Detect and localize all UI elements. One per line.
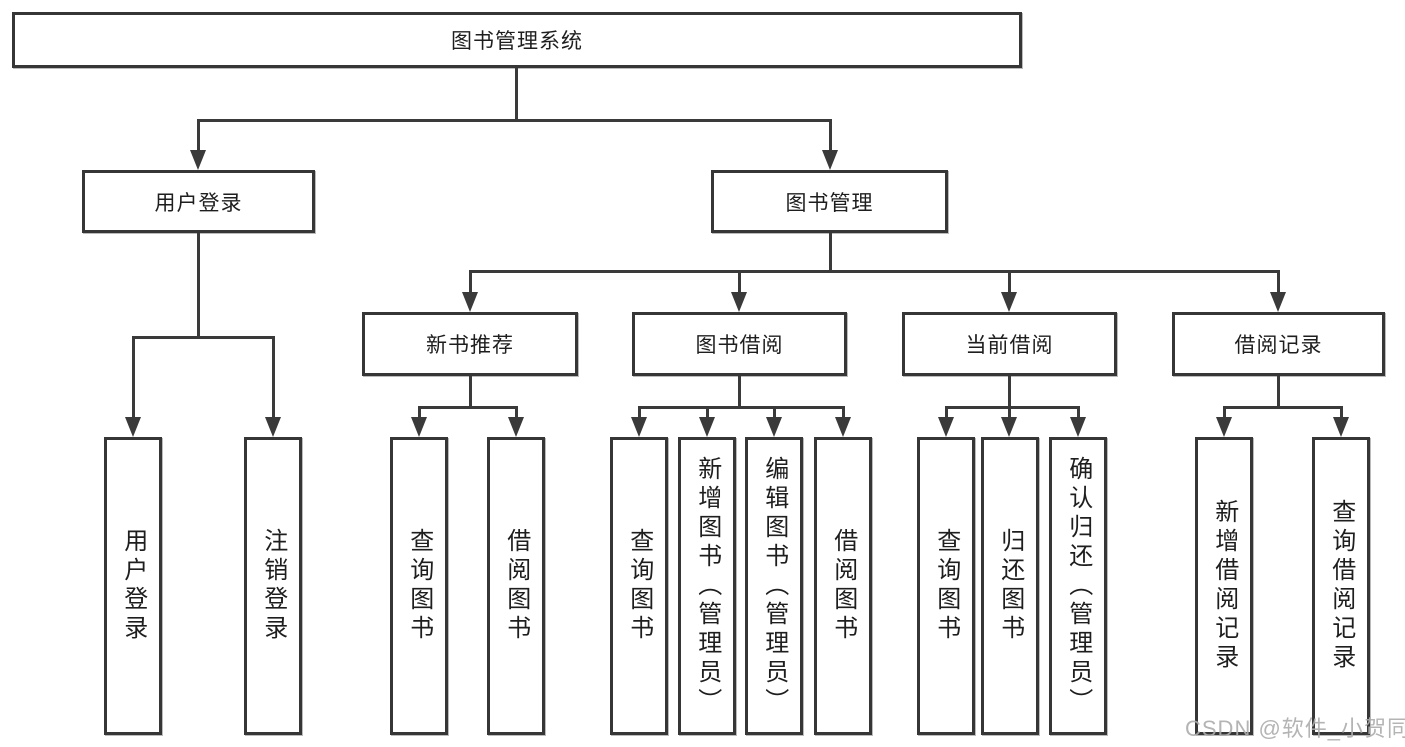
node-new-book-recommendation: 新书推荐: [362, 312, 578, 376]
arrow-down-icon: [822, 150, 838, 170]
leaf-records-add-record: 新增借阅记录: [1195, 437, 1253, 735]
connector-drop-leaf: [842, 406, 845, 420]
connector-drop-user-login: [197, 119, 200, 153]
connector-group-bar: [1223, 406, 1343, 409]
leaf-borrow-borrow-books: 借阅图书: [814, 437, 872, 735]
leaf-newbook-borrow-books: 借阅图书: [487, 437, 545, 735]
connector-drop-level3: [738, 270, 741, 295]
arrow-down-icon: [631, 417, 647, 437]
connector-drop-level3: [1277, 270, 1280, 295]
connector-drop-leaf: [272, 336, 275, 420]
connector-drop-leaf: [706, 406, 709, 420]
connector-level3-bar: [469, 270, 1280, 273]
arrow-down-icon: [1270, 292, 1286, 312]
arrow-down-icon: [835, 417, 851, 437]
connector-group-bar: [418, 406, 518, 409]
connector-drop-leaf: [945, 406, 948, 420]
connector-user-stem: [197, 233, 200, 339]
connector-drop-leaf: [1340, 406, 1343, 420]
connector-drop-leaf: [132, 336, 135, 420]
connector-user-bar: [132, 336, 275, 339]
connector-drop-leaf: [418, 406, 421, 420]
node-current-borrowing: 当前借阅: [902, 312, 1117, 376]
leaf-records-query-record: 查询借阅记录: [1312, 437, 1370, 735]
arrow-down-icon: [125, 417, 141, 437]
arrow-down-icon: [1216, 417, 1232, 437]
connector-group-bar: [945, 406, 1080, 409]
arrow-down-icon: [1001, 292, 1017, 312]
connector-group-bar: [638, 406, 845, 409]
connector-group-stem: [1277, 376, 1280, 409]
connector-drop-leaf: [1223, 406, 1226, 420]
connector-mgmt-stem: [829, 233, 832, 273]
leaf-borrow-add-books-admin: 新增图书（管理员）: [678, 437, 736, 735]
leaf-current-confirm-return-admin: 确认归还（管理员）: [1049, 437, 1107, 735]
connector-level2-bar: [197, 119, 832, 122]
arrow-down-icon: [265, 417, 281, 437]
leaf-user-login: 用户登录: [104, 437, 162, 735]
arrow-down-icon: [938, 417, 954, 437]
leaf-newbook-query-books: 查询图书: [390, 437, 448, 735]
arrow-down-icon: [1070, 417, 1086, 437]
connector-drop-leaf: [638, 406, 641, 420]
connector-group-stem: [738, 376, 741, 409]
arrow-down-icon: [1001, 417, 1017, 437]
leaf-current-return-books: 归还图书: [981, 437, 1039, 735]
leaf-borrow-query-books: 查询图书: [610, 437, 668, 735]
arrow-down-icon: [1333, 417, 1349, 437]
connector-drop-leaf: [1077, 406, 1080, 420]
leaf-current-query-books: 查询图书: [917, 437, 975, 735]
arrow-down-icon: [508, 417, 524, 437]
node-book-management: 图书管理: [711, 170, 948, 233]
connector-drop-leaf: [1008, 406, 1011, 420]
arrow-down-icon: [731, 292, 747, 312]
connector-drop-book-management: [829, 119, 832, 153]
leaf-borrow-edit-books-admin: 编辑图书（管理员）: [745, 437, 803, 735]
connector-drop-leaf: [515, 406, 518, 420]
node-borrowing-records: 借阅记录: [1172, 312, 1385, 376]
connector-root-stem: [515, 68, 518, 121]
connector-drop-leaf: [773, 406, 776, 420]
node-book-borrowing: 图书借阅: [632, 312, 847, 376]
arrow-down-icon: [766, 417, 782, 437]
arrow-down-icon: [190, 150, 206, 170]
node-root: 图书管理系统: [12, 12, 1022, 68]
arrow-down-icon: [462, 292, 478, 312]
arrow-down-icon: [699, 417, 715, 437]
connector-drop-level3: [1008, 270, 1011, 295]
arrow-down-icon: [411, 417, 427, 437]
connector-drop-level3: [469, 270, 472, 295]
connector-group-stem: [469, 376, 472, 409]
node-user-login: 用户登录: [82, 170, 315, 233]
watermark-text: CSDN @软件_小贺同学: [1185, 716, 1405, 741]
leaf-logout-login: 注销登录: [244, 437, 302, 735]
connector-group-stem: [1008, 376, 1011, 409]
